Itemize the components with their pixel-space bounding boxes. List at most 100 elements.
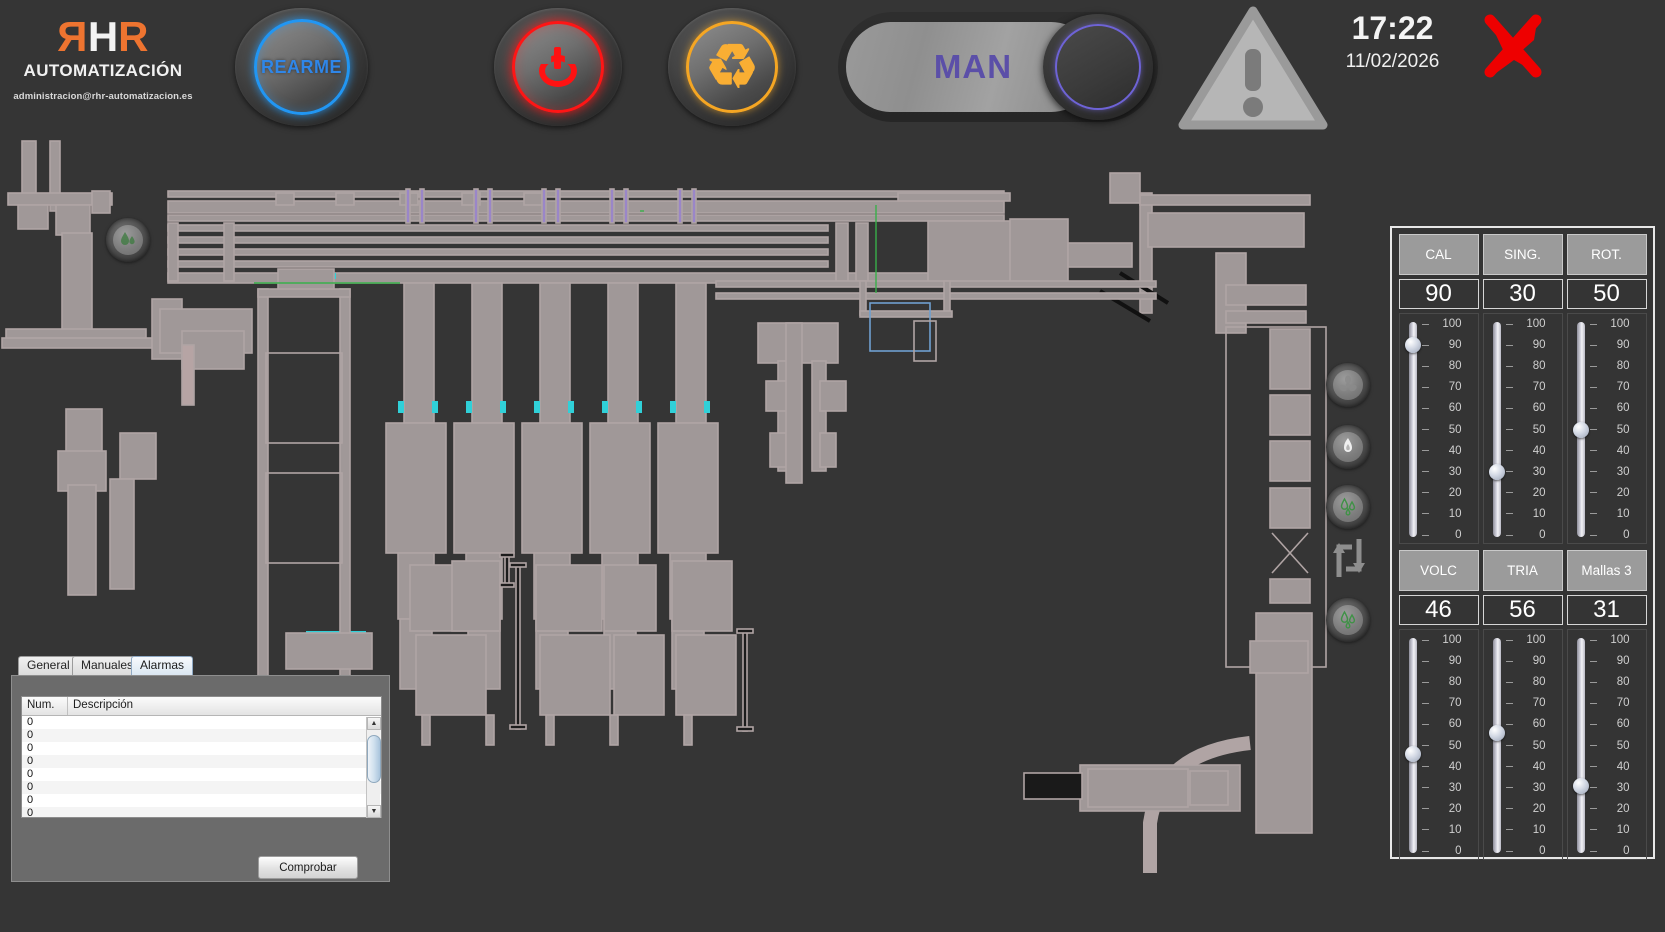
tick-mark xyxy=(1589,429,1597,430)
slider-tick: 20 xyxy=(1589,803,1646,815)
scroll-down-button[interactable]: ▼ xyxy=(367,805,381,818)
table-row[interactable]: 0 xyxy=(22,755,381,768)
table-row[interactable]: 0 xyxy=(22,716,381,729)
machine-diagram[interactable] xyxy=(0,133,1380,932)
warning-triangle-icon[interactable] xyxy=(1178,5,1328,132)
swap-arrows-icon[interactable] xyxy=(1330,537,1368,579)
slider-thumb[interactable] xyxy=(1404,337,1421,354)
slider-thumb[interactable] xyxy=(1488,724,1505,741)
water-drops-icon-2-button[interactable] xyxy=(1326,598,1370,642)
slider-tick: 80 xyxy=(1589,360,1646,372)
water-drops-icon-button[interactable] xyxy=(1326,485,1370,529)
slider-tick: 80 xyxy=(1421,676,1478,688)
flame-icon-button[interactable] xyxy=(1326,425,1370,469)
slider-thumb[interactable] xyxy=(1572,421,1589,438)
logo-email: administracion@rhr-automatizacion.es xyxy=(13,91,193,102)
fan-icon-button[interactable] xyxy=(1326,363,1370,407)
tick-mark xyxy=(1421,450,1429,452)
tick-label: 0 xyxy=(1539,529,1546,541)
slider-track[interactable] xyxy=(1408,322,1417,537)
cell-descripcion xyxy=(68,729,381,742)
tab-general[interactable]: General xyxy=(18,656,79,675)
tick-mark xyxy=(1421,513,1429,515)
slider-track[interactable] xyxy=(1492,322,1501,537)
slider-tick: 0 xyxy=(1421,529,1478,541)
slider-tick: 70 xyxy=(1589,697,1646,709)
tick-label: 50 xyxy=(1448,423,1462,436)
tick-mark xyxy=(1505,808,1513,810)
tick-mark xyxy=(1589,766,1597,768)
table-row[interactable]: 0 xyxy=(22,807,381,817)
slider-tick: 20 xyxy=(1421,803,1478,815)
tick-mark xyxy=(1589,344,1597,346)
slider-tick: 40 xyxy=(1505,445,1562,457)
water-drops-top-icon-button[interactable] xyxy=(106,218,150,262)
cell-num: 0 xyxy=(27,807,34,817)
mode-toggle[interactable]: MAN xyxy=(838,12,1158,122)
slider-tick: 60 xyxy=(1421,718,1478,730)
slider-tick: 90 xyxy=(1505,655,1562,667)
outfeed-conveyor xyxy=(1023,640,1309,873)
center-right-unit xyxy=(757,322,847,484)
table-row[interactable]: 0 xyxy=(22,768,381,781)
table-row[interactable]: 0 xyxy=(22,742,381,755)
slider-thumb[interactable] xyxy=(1404,745,1421,762)
tick-mark xyxy=(1505,766,1513,768)
table-row[interactable]: 0 xyxy=(22,729,381,742)
cycle-button[interactable]: ♻ xyxy=(668,8,796,126)
scrollbar-thumb[interactable] xyxy=(367,735,381,783)
slider-tick: 100 xyxy=(1589,634,1646,646)
tab-manuales[interactable]: Manuales xyxy=(72,656,143,675)
slider-thumb[interactable] xyxy=(1488,463,1505,480)
machine-diagram-svg xyxy=(1,140,1327,873)
scroll-up-button[interactable]: ▲ xyxy=(367,717,381,730)
tick-mark xyxy=(1421,639,1429,641)
slider-name: CAL xyxy=(1398,234,1479,275)
power-button[interactable] xyxy=(494,8,622,126)
slider-value: 56 xyxy=(1482,595,1563,625)
slider-tick: 90 xyxy=(1589,339,1646,351)
slider-track[interactable] xyxy=(1576,638,1585,853)
slider-track[interactable] xyxy=(1408,638,1417,853)
rails xyxy=(715,280,1157,362)
tick-label: 0 xyxy=(1455,529,1462,541)
slider-track[interactable] xyxy=(1492,638,1501,853)
table-row[interactable]: 0 xyxy=(22,781,381,794)
tick-label: 80 xyxy=(1532,676,1546,689)
fan-icon xyxy=(1333,370,1363,400)
tick-label: 20 xyxy=(1448,486,1462,499)
slider-thumb[interactable] xyxy=(1572,777,1589,794)
slider-tick: 80 xyxy=(1421,360,1478,372)
company-logo: RHR AUTOMATIZACIÓN administracion@rhr-au… xyxy=(8,13,198,102)
close-button[interactable] xyxy=(1478,10,1548,80)
tab-alarmas[interactable]: Alarmas xyxy=(131,656,194,675)
mode-toggle-knob[interactable] xyxy=(1043,14,1153,120)
tick-mark xyxy=(1505,407,1513,409)
tick-label: 50 xyxy=(1532,739,1546,752)
rearme-button[interactable]: REARME xyxy=(235,8,368,126)
tick-mark xyxy=(1421,429,1429,430)
tick-label: 60 xyxy=(1532,718,1546,731)
comprobar-button[interactable]: Comprobar xyxy=(258,856,358,879)
table-row[interactable]: 0 xyxy=(22,794,381,807)
power-icon-bar xyxy=(554,47,561,69)
alarm-scrollbar[interactable]: ▲ ▼ xyxy=(366,717,381,818)
cell-descripcion xyxy=(68,794,381,807)
mode-toggle-knob-ring xyxy=(1055,24,1141,110)
tick-label: 10 xyxy=(1532,507,1546,520)
tick-label: 100 xyxy=(1526,318,1546,330)
